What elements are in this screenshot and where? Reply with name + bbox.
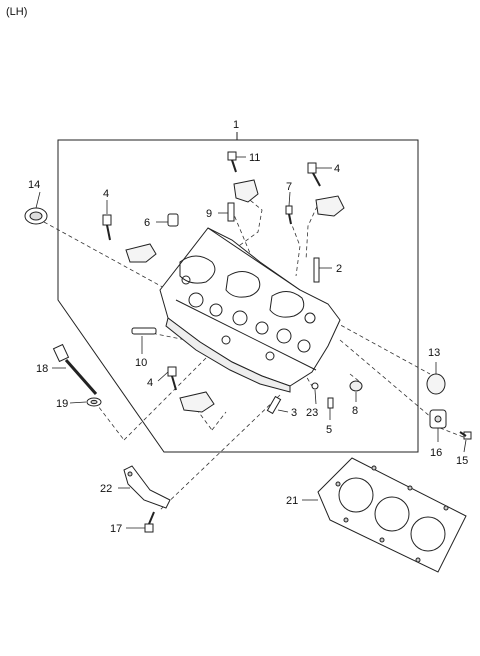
part-18-head-bolt xyxy=(52,343,98,395)
callout-16: 16 xyxy=(430,447,442,459)
part-21-head-gasket xyxy=(317,457,467,573)
callout-6: 6 xyxy=(144,217,150,229)
part-19-washer xyxy=(86,397,102,407)
part-22-lifting-bracket xyxy=(123,465,171,509)
small-parts xyxy=(167,151,320,283)
callout-13: 13 xyxy=(428,347,440,359)
solid-leaders xyxy=(35,156,467,529)
callout-10: 10 xyxy=(135,357,147,369)
callout-1: 1 xyxy=(233,119,239,131)
part-17-bolt xyxy=(144,511,155,533)
callout-23: 23 xyxy=(306,407,318,419)
callout-19: 19 xyxy=(56,398,68,410)
callout-9: 9 xyxy=(206,208,212,220)
callout-3: 3 xyxy=(291,407,297,419)
callout-5: 5 xyxy=(326,424,332,436)
callout-7: 7 xyxy=(286,181,292,193)
dashed-leaders xyxy=(43,195,467,511)
callout-21: 21 xyxy=(286,495,298,507)
callout-18: 18 xyxy=(36,363,48,375)
callout-4-upper-right: 4 xyxy=(334,163,340,175)
side-indicator-label: (LH) xyxy=(6,6,28,18)
lower-small-parts xyxy=(131,327,363,415)
callout-22: 22 xyxy=(100,483,112,495)
callout-4-lower: 4 xyxy=(147,377,153,389)
assembly-boundary xyxy=(57,139,419,453)
callout-4-upper-left: 4 xyxy=(103,188,109,200)
part-4-cap-bolt xyxy=(102,162,321,391)
part-14-oil-seal xyxy=(24,207,48,225)
callout-8: 8 xyxy=(352,405,358,417)
cylinder-head-body xyxy=(159,227,341,393)
callout-17: 17 xyxy=(110,523,122,535)
callout-labels: 1 2 3 4 4 4 5 6 7 8 9 10 11 13 14 15 16 … xyxy=(28,119,468,535)
callout-14: 14 xyxy=(28,179,40,191)
bearing-caps xyxy=(125,179,345,413)
right-side-parts xyxy=(426,373,472,440)
callout-15: 15 xyxy=(456,455,468,467)
callout-11: 11 xyxy=(249,152,260,164)
callout-2: 2 xyxy=(336,263,342,275)
